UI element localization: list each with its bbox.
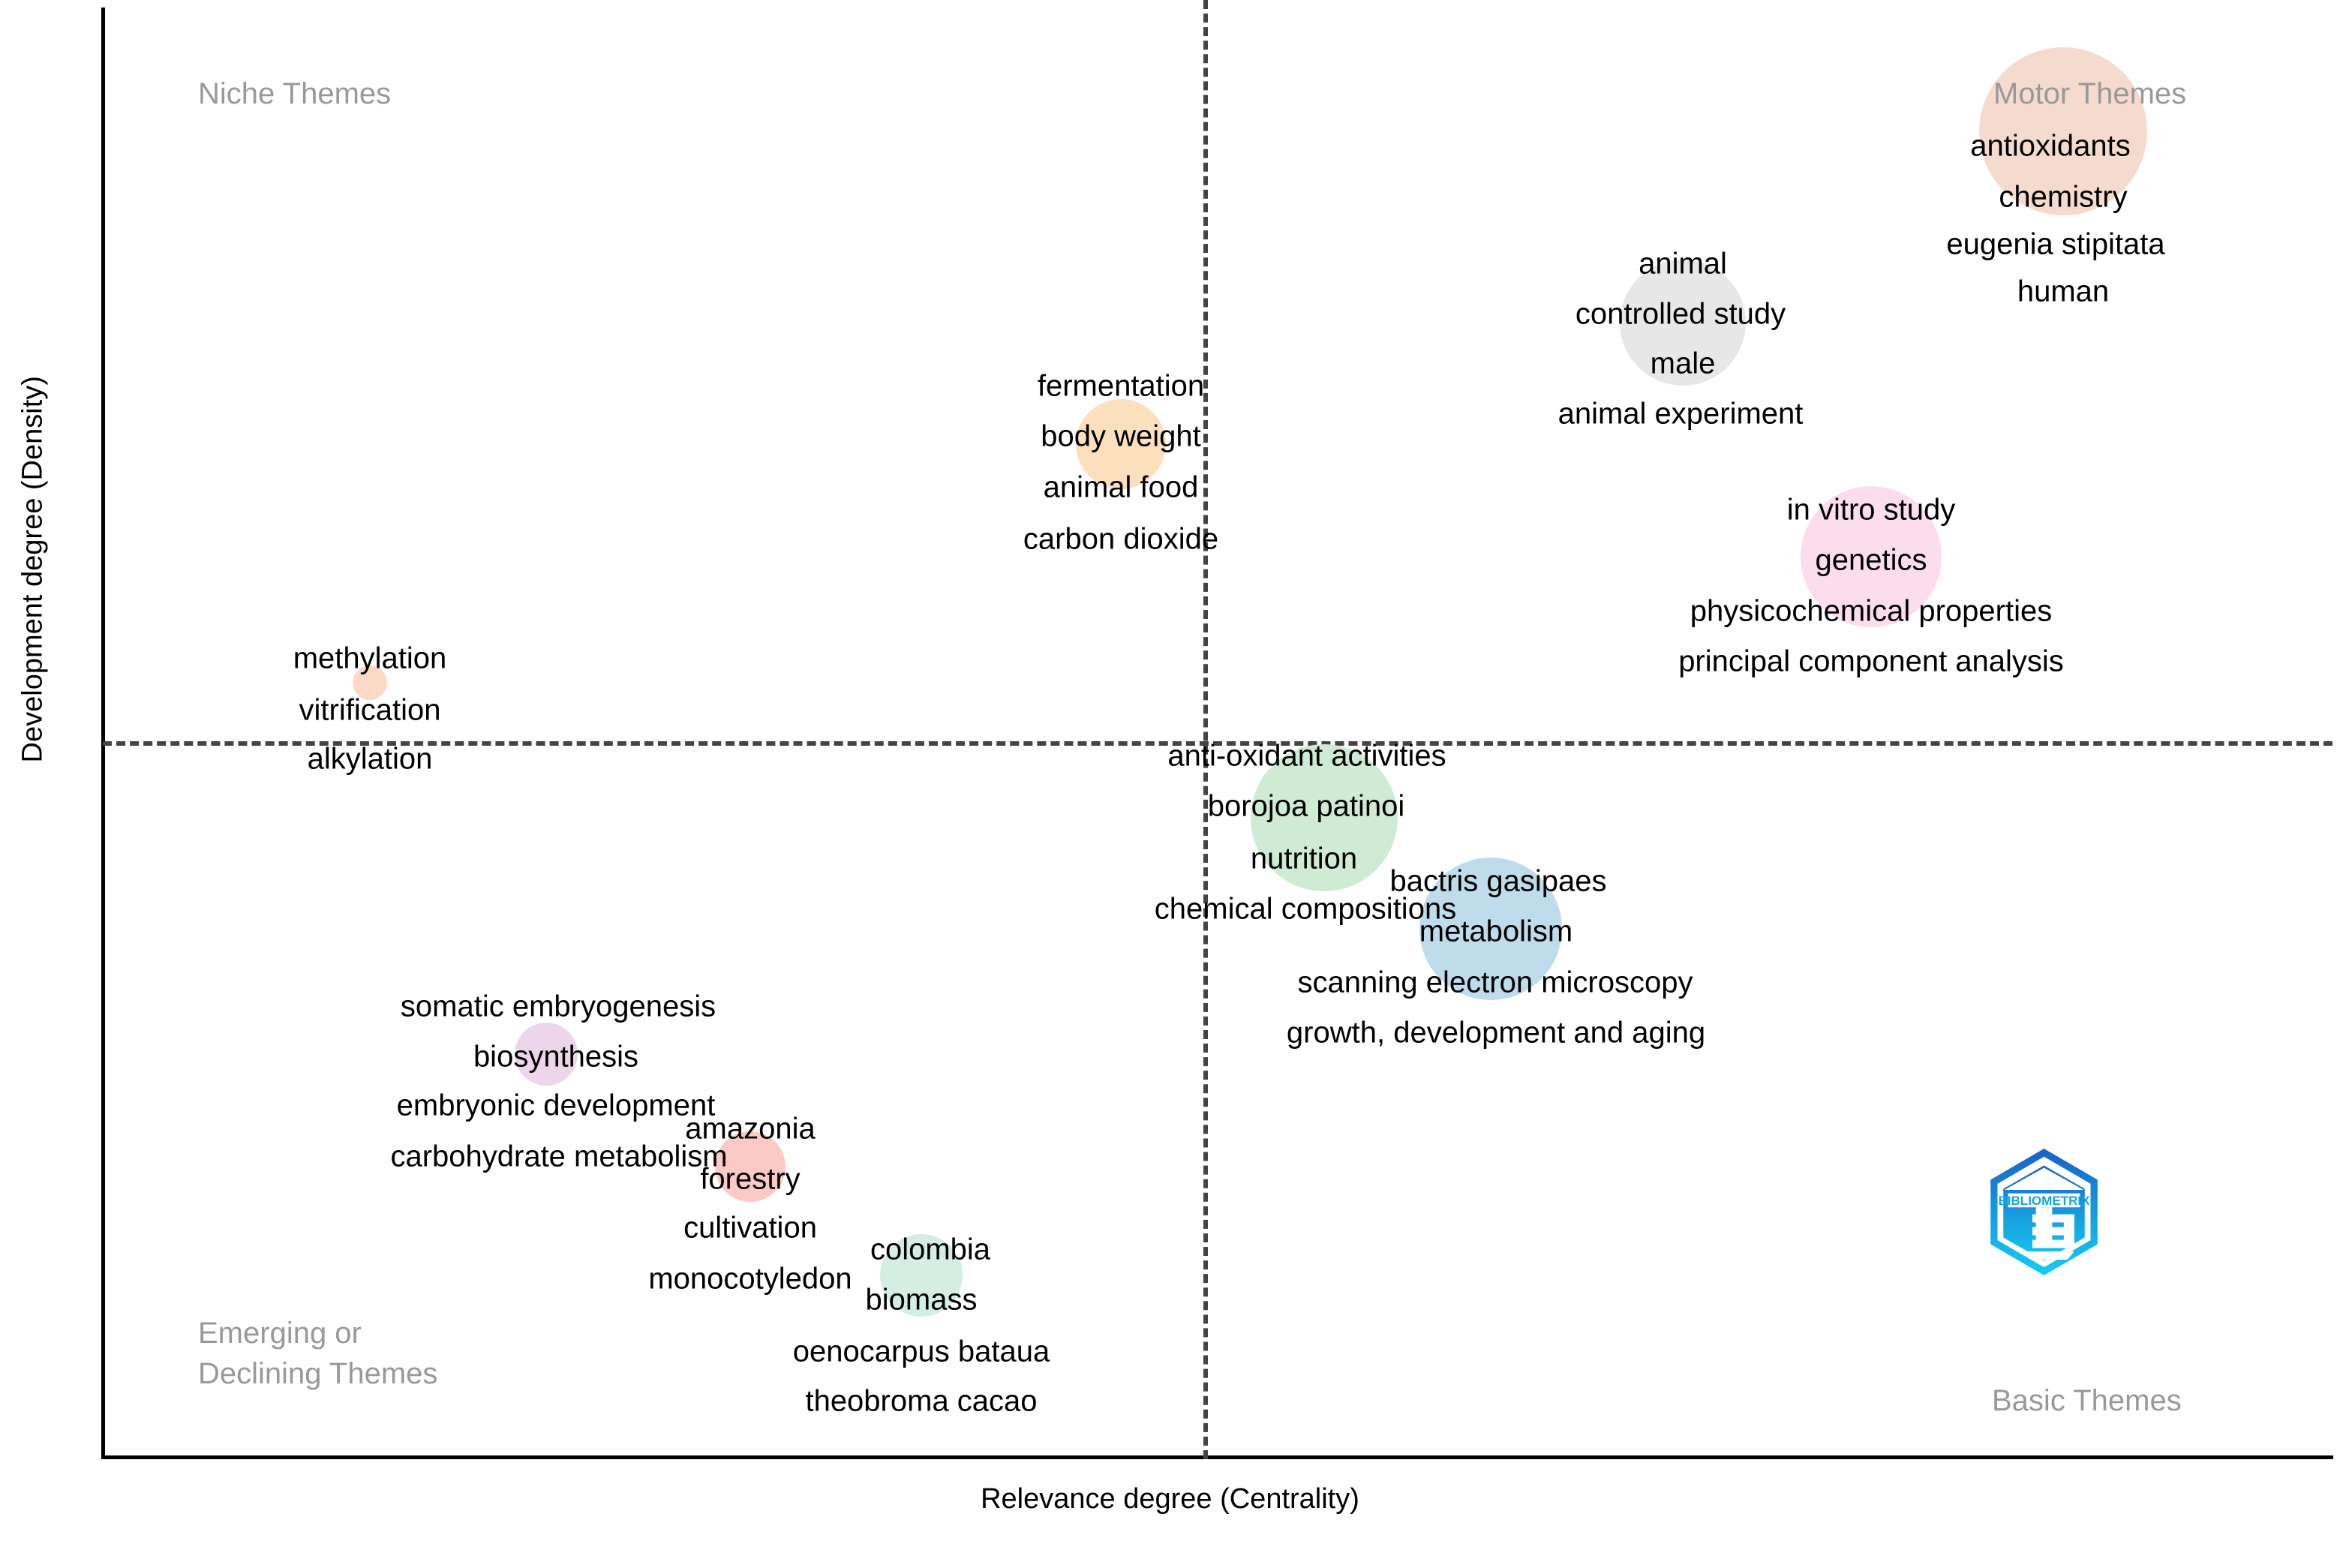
keyword-label: theobroma cacao	[805, 1384, 1038, 1418]
keyword-label: embryonic development	[396, 1089, 716, 1122]
keyword-label: carbon dioxide	[1023, 522, 1219, 556]
keyword-label: eugenia stipitata	[1946, 227, 2165, 261]
cluster-bubble-biomass[interactable]	[880, 1234, 963, 1317]
keyword-label: scanning electron microscopy	[1297, 966, 1693, 999]
quadrant-label-basic-themes: Basic Themes	[1992, 1384, 2182, 1417]
keyword-label: amazonia	[685, 1112, 816, 1146]
cluster-bubble-genetics[interactable]	[1801, 486, 1942, 627]
keyword-label: methylation	[293, 641, 447, 675]
keyword-label: vitrification	[299, 693, 441, 727]
keyword-label: chemistry	[1999, 180, 2128, 214]
keyword-label: controlled study	[1575, 297, 1786, 331]
y-axis-title: Development degree (Density)	[17, 376, 49, 763]
x-axis-title: Relevance degree (Centrality)	[981, 1483, 1359, 1515]
density-divider-line	[103, 741, 2332, 746]
keyword-label: somatic embryogenesis	[400, 990, 716, 1023]
cluster-bubble-forestry[interactable]	[715, 1131, 786, 1202]
keyword-label: animal food	[1043, 470, 1199, 504]
quadrant-label-motor-themes: Motor Themes	[1993, 77, 2187, 110]
keyword-label: biomass	[865, 1283, 978, 1317]
cluster-bubble-metabolism[interactable]	[1419, 858, 1562, 1000]
cluster-bubble-nutrition[interactable]	[1251, 744, 1398, 891]
keyword-label: chemical compositions	[1154, 892, 1457, 926]
keyword-label: male	[1650, 347, 1716, 380]
plot-frame	[101, 8, 2333, 1459]
keyword-label: nutrition	[1250, 842, 1358, 876]
keyword-label: genetics	[1815, 543, 1927, 577]
keyword-label: monocotyledon	[648, 1262, 852, 1296]
keyword-label: physicochemical properties	[1690, 594, 2053, 628]
bibliometrix-logo-text: BIBLIOMETRIX	[1998, 1194, 2090, 1208]
quadrant-label-emerging-themes: Emerging or Declining Themes	[198, 1317, 438, 1390]
keyword-label: animal	[1639, 247, 1727, 281]
keyword-label: body weight	[1041, 419, 1201, 453]
bibliometrix-logo: BIBLIOMETRIX	[1986, 1149, 2102, 1278]
keyword-label: human	[2017, 275, 2110, 308]
keyword-label: principal component analysis	[1678, 644, 2064, 678]
keyword-label: anti-oxidant activities	[1167, 739, 1446, 773]
centrality-divider-line	[1203, 0, 1208, 1459]
keyword-label: oenocarpus bataua	[792, 1335, 1050, 1368]
keyword-label: fermentation	[1037, 369, 1205, 403]
cluster-bubble-fermentation[interactable]	[1076, 399, 1166, 489]
keyword-label: in vitro study	[1786, 493, 1956, 527]
keyword-label: carbohydrate metabolism	[390, 1140, 728, 1173]
keyword-label: biosynthesis	[473, 1040, 639, 1074]
keyword-label: borojoa patinoi	[1207, 789, 1405, 823]
keyword-label: antioxidants	[1970, 129, 2131, 163]
keyword-label: alkylation	[307, 742, 433, 776]
keyword-label: growth, development and aging	[1286, 1016, 1706, 1050]
cluster-bubble-chemistry[interactable]	[1979, 47, 2147, 215]
keyword-label: animal experiment	[1557, 397, 1804, 431]
keyword-label: cultivation	[683, 1211, 817, 1245]
keyword-label: forestry	[700, 1162, 801, 1196]
cluster-bubble-methylation[interactable]	[353, 665, 387, 700]
cluster-bubble-biosynthesis[interactable]	[515, 1023, 578, 1086]
keyword-label: metabolism	[1419, 915, 1573, 948]
keyword-label: colombia	[870, 1233, 991, 1266]
quadrant-label-niche-themes: Niche Themes	[198, 77, 392, 110]
keyword-label: bactris gasipaes	[1389, 864, 1607, 898]
cluster-bubble-animal-experiment[interactable]	[1620, 260, 1746, 386]
